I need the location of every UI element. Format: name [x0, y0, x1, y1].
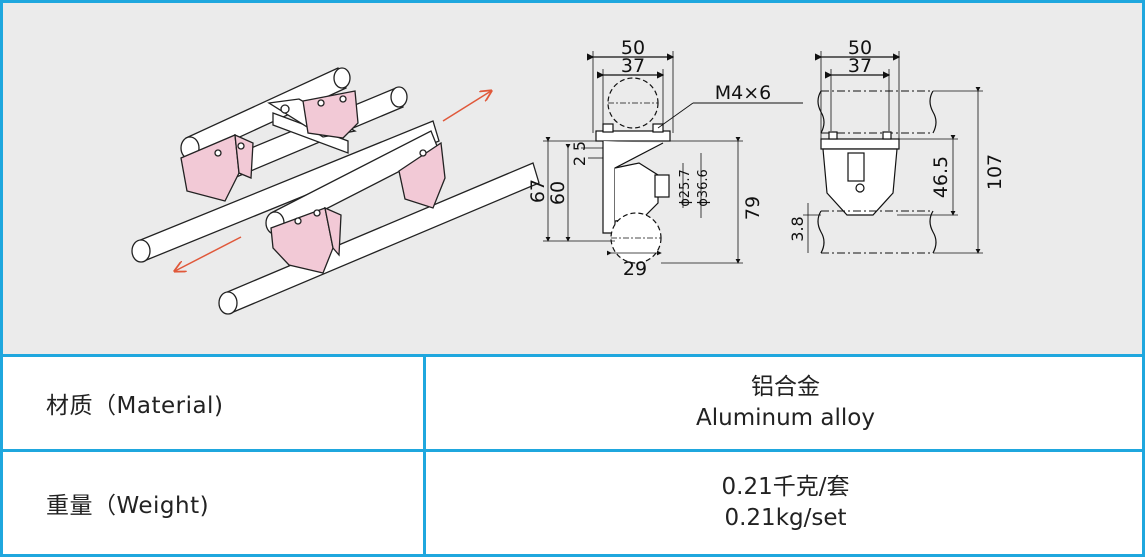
direction-arrow-up — [442, 91, 491, 122]
front-view-drawing — [543, 51, 803, 264]
front-dim-screw: M4×6 — [715, 82, 772, 104]
front-dim-height-right: 79 — [742, 196, 764, 220]
spec-label-material: 材质（Material) — [3, 357, 426, 449]
spec-value-weight: 0.21千克/套 0.21kg/set — [429, 452, 1142, 554]
spec-value-material: 铝合金 Aluminum alloy — [429, 357, 1142, 449]
figure-panel: 50 37 M4×6 5 2 67 60 ϕ25.7 ϕ36.6 79 29 5… — [3, 3, 1142, 357]
front-dim-width-inner: 37 — [621, 55, 645, 77]
spec-value-material-cn: 铝合金 — [751, 374, 820, 400]
side-dim-height-inner: 46.5 — [930, 156, 952, 198]
spec-label-weight: 重量（Weight) — [3, 452, 426, 554]
spec-value-material-en: Aluminum alloy — [696, 405, 875, 431]
side-dim-offset-bottom: 3.8 — [788, 216, 807, 241]
isometric-assembly-illustration — [131, 67, 540, 315]
side-dim-width-inner: 37 — [848, 55, 872, 77]
front-dim-height-mid: 60 — [547, 181, 569, 205]
bracket-right — [398, 141, 446, 209]
side-dim-height-total: 107 — [984, 154, 1006, 190]
bracket-mid — [302, 90, 359, 139]
spec-row-weight: 重量（Weight) 0.21千克/套 0.21kg/set — [3, 452, 1142, 554]
bracket-front — [270, 206, 342, 274]
front-dim-dia-outer: ϕ36.6 — [696, 169, 711, 207]
front-dim-width-bottom: 29 — [623, 258, 647, 280]
technical-drawing: 50 37 M4×6 5 2 67 60 ϕ25.7 ϕ36.6 79 29 5… — [131, 37, 1006, 315]
spec-value-weight-cn: 0.21千克/套 — [721, 474, 850, 500]
front-dim-width-outer: 50 — [621, 37, 645, 59]
spec-row-material: 材质（Material) 铝合金 Aluminum alloy — [3, 357, 1142, 452]
front-dim-height-top: 5 — [570, 141, 589, 151]
front-dim-height-small: 2 — [570, 156, 589, 166]
dimension-labels: 50 37 M4×6 5 2 67 60 ϕ25.7 ϕ36.6 79 29 5… — [527, 37, 1006, 280]
direction-arrow-down — [175, 236, 242, 271]
front-dim-height-total: 67 — [527, 179, 549, 203]
side-dim-width-outer: 50 — [848, 37, 872, 59]
front-dim-dia-inner: ϕ25.7 — [678, 169, 693, 207]
spec-value-weight-en: 0.21kg/set — [724, 505, 847, 531]
side-view-drawing — [803, 51, 983, 254]
